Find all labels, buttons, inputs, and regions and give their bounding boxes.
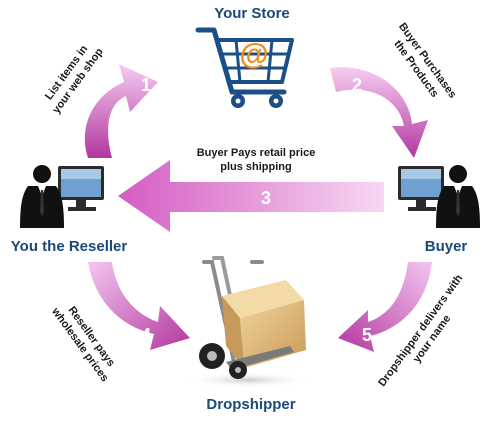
step-5-number: 5 (362, 325, 372, 345)
step-3-label: Buyer Pays retail price plus shipping (197, 147, 316, 173)
arrow-step-2 (330, 67, 428, 158)
step-5-label: Dropshipper delivers with your name (376, 272, 465, 389)
step-3-number: 3 (261, 188, 271, 208)
arrow-step-1 (84, 64, 158, 158)
step-2-number: 2 (352, 75, 362, 95)
dropshipper-title: Dropshipper (206, 396, 295, 413)
shopping-cart-icon: @ (195, 27, 294, 108)
step-3-label-line1: Buyer Pays retail price (197, 147, 316, 159)
reseller-title: You the Reseller (11, 238, 128, 255)
store-title: Your Store (214, 5, 290, 22)
step-4-number: 4 (141, 325, 151, 345)
businessman-right-icon (398, 165, 480, 228)
cart-at-symbol: @ (239, 38, 268, 71)
buyer-title: Buyer (425, 238, 468, 255)
arrow-step-3 (118, 160, 384, 232)
businessman-left-icon (20, 165, 104, 228)
step-1-number: 1 (141, 75, 151, 95)
arrow-step-5 (338, 262, 432, 352)
hand-truck-box-icon (186, 256, 310, 388)
step-3-label-line2: plus shipping (220, 161, 292, 173)
step-1-label: List items in your web shop (43, 43, 106, 116)
arrow-step-4 (88, 262, 190, 350)
